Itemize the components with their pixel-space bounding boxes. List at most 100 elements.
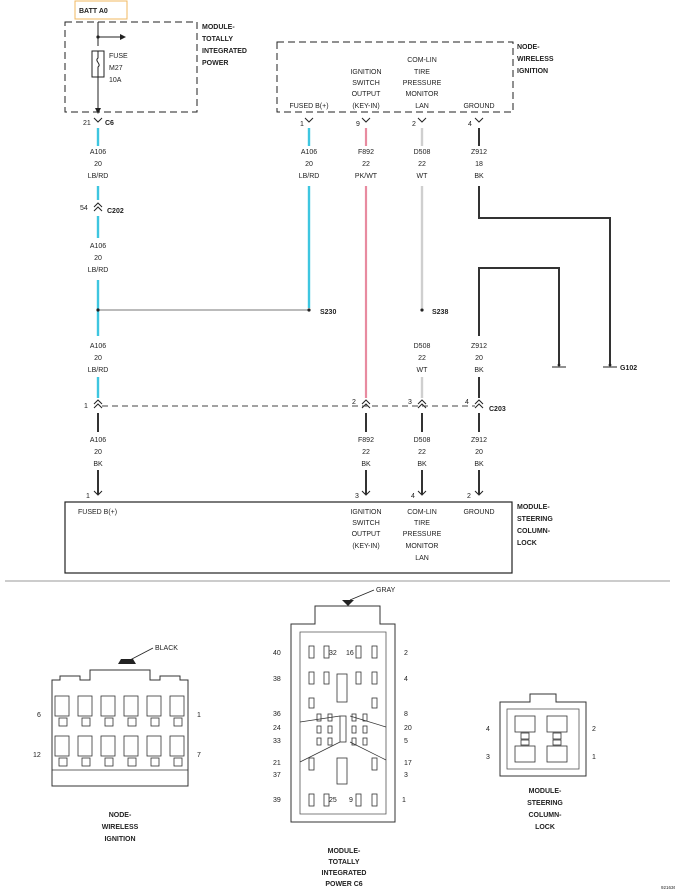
c203-label: C203 <box>489 406 506 413</box>
tipm-c6-pin-label: 36 <box>273 711 281 718</box>
arrow-right-icon <box>120 34 126 40</box>
steering-view-pin-label: 3 <box>486 754 490 761</box>
steering-view-title: STEERING <box>527 800 563 807</box>
wire-label: WT <box>417 173 429 180</box>
tipm-c6-pin-label: 38 <box>273 676 281 683</box>
wire-label: A106 <box>90 343 106 350</box>
steering-pin-label: PRESSURE <box>403 531 442 538</box>
splice-dot <box>420 308 424 312</box>
tipm-c6-view-title: TOTALLY <box>329 859 360 866</box>
tipm-c6-pin-label: 9 <box>349 797 353 804</box>
tipm-c6-view-title: MODULE- <box>328 848 361 855</box>
steering-connector-view: 4 2 3 1 MODULE- STEERING COLUMN- LOCK <box>486 693 596 831</box>
c203-pin: 1 <box>84 403 88 410</box>
fuse-number: M27 <box>109 65 123 72</box>
wire-label: A106 <box>90 149 106 156</box>
node-pin-label: GROUND <box>463 103 494 110</box>
tipm-connector: C6 <box>105 120 114 127</box>
wireless-pin-label: 7 <box>197 752 201 759</box>
tipm-c6-pin-label: 2 <box>404 650 408 657</box>
steering-pin-label: LAN <box>415 555 429 562</box>
batt-source-label: BATT A0 <box>79 8 108 15</box>
wireless-connector-view: BLACK 6 1 12 7 NODE- WIRELESS IGNITION <box>33 645 201 843</box>
wire-label: 20 <box>94 161 102 168</box>
c203-pin: 2 <box>352 399 356 406</box>
steering-view-pin-label: 4 <box>486 726 490 733</box>
tipm-c6-pin-label: 40 <box>273 650 281 657</box>
wire-label: LB/RD <box>88 367 109 374</box>
tipm-c6-pin-label: 33 <box>273 738 281 745</box>
splice-dot <box>96 308 100 312</box>
steering-pin-label: SWITCH <box>352 520 380 527</box>
wire-label: PK/WT <box>355 173 378 180</box>
tipm-c6-pin-label: 37 <box>273 772 281 779</box>
ground-label: G102 <box>620 365 637 372</box>
tipm-title: MODULE- TOTALLY INTEGRATED POWER <box>202 24 247 67</box>
ground-icon <box>552 363 617 368</box>
steering-view-pin-label: 2 <box>592 726 596 733</box>
steering-pin-label: TIRE <box>414 520 430 527</box>
batt-source-box <box>74 0 128 20</box>
steering-pin-label: GROUND <box>463 509 494 516</box>
node-pin-label: PRESSURE <box>403 80 442 87</box>
steering-pin-number: 1 <box>86 493 90 500</box>
wire-label: Z912 <box>471 149 487 156</box>
wire-label: LB/RD <box>299 173 320 180</box>
node-wireless-title-line: WIRELESS <box>517 56 554 63</box>
tipm-c6-pin-label: 5 <box>404 738 408 745</box>
node-wireless-box <box>276 41 514 113</box>
c203-pin: 3 <box>408 399 412 406</box>
node-pin-number: 4 <box>468 121 472 128</box>
wire-label: 20 <box>305 161 313 168</box>
tipm-title-line: POWER <box>202 60 228 67</box>
steering-view-title: LOCK <box>535 824 555 831</box>
steering-pin-number: 3 <box>355 493 359 500</box>
tipm-c6-cavities <box>299 645 387 807</box>
wireless-view-title: IGNITION <box>104 836 135 843</box>
wireless-view-title: WIRELESS <box>102 824 139 831</box>
steering-pin-number: 2 <box>467 493 471 500</box>
splice-label: S238 <box>432 309 448 316</box>
wire-label: A106 <box>90 243 106 250</box>
steering-cavities <box>514 715 568 763</box>
node-pin-label: (KEY-IN) <box>352 103 379 110</box>
wire-label: 20 <box>94 255 102 262</box>
tipm-c6-pin-label: 39 <box>273 797 281 804</box>
steering-pin-label: FUSED B(+) <box>78 509 117 516</box>
splice-label: S230 <box>320 309 336 316</box>
wire-label: 22 <box>418 161 426 168</box>
tipm-c6-color-label: GRAY <box>376 587 396 594</box>
tipm-c6-pin-label: 21 <box>273 760 281 767</box>
node-pin-number: 1 <box>300 121 304 128</box>
tipm-bus-dot <box>96 35 100 39</box>
steering-title-line: MODULE- <box>517 504 550 511</box>
tipm-c6-pin-label: 25 <box>329 797 337 804</box>
node-pin-label: TIRE <box>414 69 430 76</box>
fuse-label: FUSE <box>109 53 128 60</box>
steering-pin-label: (KEY-IN) <box>352 543 379 550</box>
wireless-color-label: BLACK <box>155 645 178 652</box>
node-pin-label: COM-LIN <box>407 57 437 64</box>
c203-pin: 4 <box>465 399 469 406</box>
c202-label: C202 <box>107 208 124 215</box>
wire-label: Z912 <box>471 437 487 444</box>
node-wireless-title-line: IGNITION <box>517 68 548 75</box>
node-wireless-title-line: NODE- <box>517 44 540 51</box>
wire-label: LB/RD <box>88 267 109 274</box>
tipm-c6-view-title: POWER C6 <box>325 881 362 888</box>
steering-title-line: STEERING <box>517 516 553 523</box>
latch-icon <box>118 659 136 664</box>
wire-label: D508 <box>414 437 431 444</box>
tipm-module-box <box>64 21 198 113</box>
wire-label: F892 <box>358 437 374 444</box>
tipm-c6-pin-label: 20 <box>404 725 412 732</box>
wire-label: WT <box>417 367 429 374</box>
splice-dot <box>307 308 311 312</box>
wire-label: 20 <box>94 355 102 362</box>
wire-label: A106 <box>301 149 317 156</box>
figure-id: 921636 <box>661 885 675 890</box>
tipm-title-line: INTEGRATED <box>202 48 247 55</box>
wire-label: 20 <box>475 355 483 362</box>
steering-pin-label: IGNITION <box>350 509 381 516</box>
